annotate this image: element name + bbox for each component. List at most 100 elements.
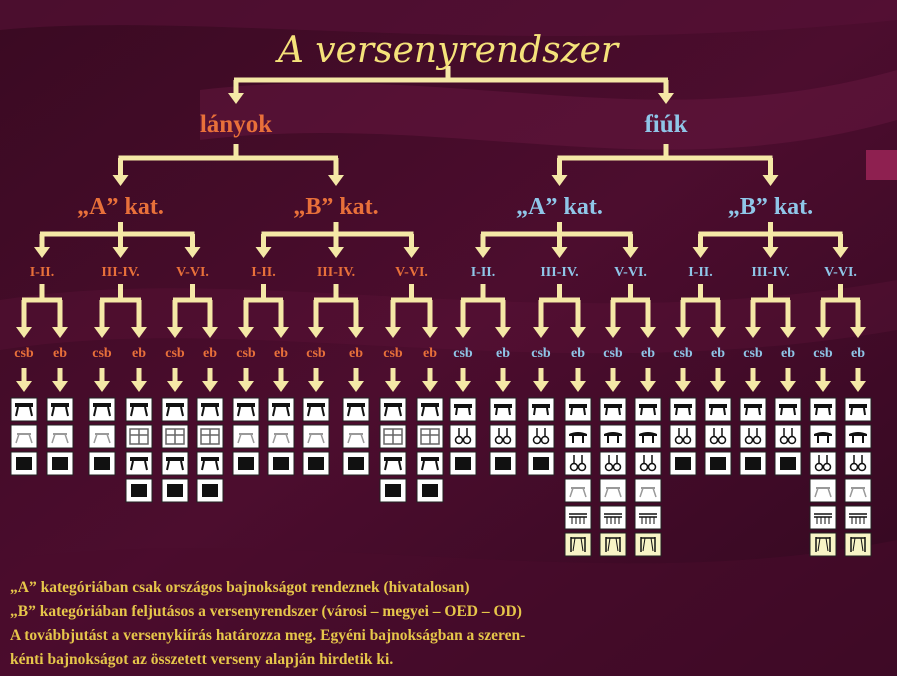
beam-icon xyxy=(342,397,370,422)
level-label: V-VI. xyxy=(824,265,857,280)
arrow-head xyxy=(850,381,866,392)
arrow-head xyxy=(308,327,324,338)
beam-icon xyxy=(267,397,295,422)
bar-icon xyxy=(10,451,38,476)
uneven-bars-icon xyxy=(125,424,153,449)
group-label: csb xyxy=(236,346,256,361)
arrow-head xyxy=(533,327,549,338)
beam-icon xyxy=(379,451,407,476)
arrow-head xyxy=(328,175,344,186)
group-label: csb xyxy=(743,346,763,361)
bar-icon xyxy=(379,478,407,503)
arrow-head xyxy=(255,247,272,258)
parallel-icon xyxy=(564,505,592,530)
arrow-head xyxy=(348,381,364,392)
arrow-head xyxy=(184,247,201,258)
arrow-head xyxy=(640,381,656,392)
rings-icon xyxy=(449,424,477,449)
uneven-bars-icon xyxy=(416,424,444,449)
rings-icon xyxy=(704,424,732,449)
floor-icon xyxy=(449,397,477,422)
pommel-icon xyxy=(599,424,627,449)
group-label: csb xyxy=(813,346,833,361)
background-swoosh xyxy=(0,540,897,676)
rings-icon xyxy=(599,451,627,476)
rings-icon xyxy=(844,451,872,476)
arrow-head xyxy=(34,247,50,258)
pommel-icon xyxy=(564,424,592,449)
background-swoosh xyxy=(0,280,897,354)
level-label: I-II. xyxy=(471,265,496,280)
footer-line: A továbbjutást a versenykiírás határozza… xyxy=(10,627,525,644)
bar-icon xyxy=(527,451,555,476)
group-label: eb xyxy=(711,346,725,361)
group-label: csb xyxy=(453,346,473,361)
arrow-head xyxy=(273,327,289,338)
arrow-head xyxy=(228,93,244,104)
group-label: eb xyxy=(781,346,795,361)
beam-icon xyxy=(46,397,74,422)
floor-icon xyxy=(669,397,697,422)
group-label: eb xyxy=(641,346,655,361)
beam-icon xyxy=(125,397,153,422)
floor-icon xyxy=(489,397,517,422)
rings-icon xyxy=(739,424,767,449)
arrow-head xyxy=(710,381,726,392)
beam-icon xyxy=(379,397,407,422)
bar-icon xyxy=(88,451,116,476)
bar-icon xyxy=(161,478,189,503)
high-bar-icon xyxy=(809,532,837,557)
group-label: eb xyxy=(132,346,146,361)
uneven-bars-icon xyxy=(379,424,407,449)
arrow-head xyxy=(551,175,568,186)
bar-icon xyxy=(125,478,153,503)
arrow-head xyxy=(658,93,674,104)
vault-icon xyxy=(10,424,38,449)
level-label: I-II. xyxy=(30,265,55,280)
beam-icon xyxy=(416,397,444,422)
arrow-head xyxy=(131,327,147,338)
arrow-head xyxy=(238,381,254,392)
parallel-icon xyxy=(634,505,662,530)
arrow-head xyxy=(762,175,779,186)
floor-icon xyxy=(774,397,802,422)
gender-label: lányok xyxy=(200,111,272,138)
arrow-head xyxy=(348,327,364,338)
rings-icon xyxy=(527,424,555,449)
arrow-head xyxy=(273,381,289,392)
vault-icon xyxy=(232,424,260,449)
high-bar-icon xyxy=(599,532,627,557)
group-label: csb xyxy=(603,346,623,361)
arrow-head xyxy=(167,327,183,338)
arrow-head xyxy=(745,381,761,392)
vault-icon xyxy=(46,424,74,449)
arrow-head xyxy=(605,327,621,338)
bar-icon xyxy=(704,451,732,476)
arrow-head xyxy=(131,381,147,392)
rings-icon xyxy=(489,424,517,449)
pommel-icon xyxy=(634,424,662,449)
arrow-head xyxy=(328,247,344,258)
category-label: „B” kat. xyxy=(293,194,378,220)
arrow-head xyxy=(16,381,32,392)
vault-icon xyxy=(844,478,872,503)
floor-icon xyxy=(527,397,555,422)
level-label: III-IV. xyxy=(540,265,578,280)
floor-icon xyxy=(634,397,662,422)
bar-icon xyxy=(774,451,802,476)
bar-icon xyxy=(46,451,74,476)
group-label: csb xyxy=(14,346,34,361)
arrow-head xyxy=(780,327,796,338)
group-label: eb xyxy=(571,346,585,361)
arrow-head xyxy=(815,327,831,338)
arrow-head xyxy=(832,247,849,258)
bar-icon xyxy=(489,451,517,476)
parallel-icon xyxy=(599,505,627,530)
vault-icon xyxy=(302,424,330,449)
bar-icon xyxy=(669,451,697,476)
beam-icon xyxy=(196,451,224,476)
arrow-head xyxy=(308,381,324,392)
background-swoosh xyxy=(0,0,897,37)
vault-icon xyxy=(564,478,592,503)
